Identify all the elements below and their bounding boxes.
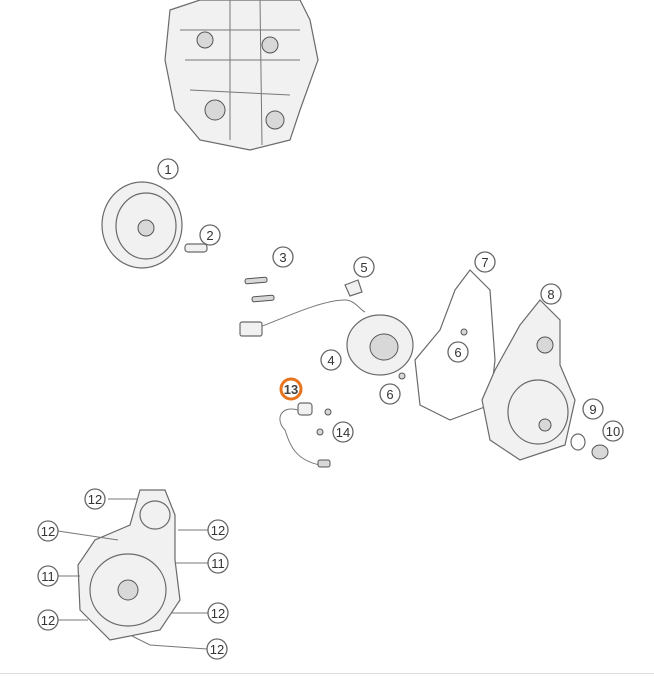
callout-part-9[interactable]: 9 [582,398,604,420]
callout-part-12[interactable]: 12 [207,519,229,541]
callout-part-1[interactable]: 1 [157,158,179,180]
callout-part-7[interactable]: 7 [474,251,496,273]
callout-circle[interactable] [207,602,229,624]
grommet-5 [344,279,363,297]
callout-part-5[interactable]: 5 [353,256,375,278]
generator-cover [481,299,576,461]
callout-part-12[interactable]: 12 [37,520,59,542]
callout-label[interactable]: 4 [327,353,334,368]
callout-label[interactable]: 10 [606,424,620,439]
callout-circle[interactable] [379,383,401,405]
callout-circle[interactable] [320,349,342,371]
sensor-13 [279,402,332,468]
callout-part-12[interactable]: 12 [84,488,106,510]
callout-label[interactable]: 5 [360,260,367,275]
callout-part-12[interactable]: 12 [206,638,228,660]
engine-illustration [164,0,319,151]
callout-circle[interactable] [279,377,303,401]
callout-circle[interactable] [540,283,562,305]
callout-label[interactable]: 12 [211,606,225,621]
callout-circle[interactable] [582,398,604,420]
callout-circle[interactable] [157,158,179,180]
callout-circle[interactable] [602,420,624,442]
plug-10 [591,444,609,460]
callout-part-6[interactable]: 6 [447,341,469,363]
callout-circle[interactable] [84,488,106,510]
callout-part-10[interactable]: 10 [602,420,624,442]
callout-part-11[interactable]: 11 [37,565,59,587]
callout-circle[interactable] [447,341,469,363]
callout-label[interactable]: 2 [206,228,213,243]
callout-circle[interactable] [272,246,294,268]
callout-circle[interactable] [353,256,375,278]
callout-label[interactable]: 12 [41,524,55,539]
callout-part-12[interactable]: 12 [37,609,59,631]
callout-label[interactable]: 9 [589,402,596,417]
callout-label[interactable]: 8 [547,287,554,302]
callout-part-6[interactable]: 6 [379,383,401,405]
callout-part-3[interactable]: 3 [272,246,294,268]
callout-label[interactable]: 6 [454,345,461,360]
callout-label[interactable]: 11 [211,556,225,571]
callout-label[interactable]: 12 [210,642,224,657]
callout-circle[interactable] [37,609,59,631]
screws-3 [244,276,275,303]
callout-label[interactable]: 1 [164,162,171,177]
callout-circle[interactable] [474,251,496,273]
o-ring-9 [570,433,586,451]
callout-circle[interactable] [332,421,354,443]
stator [239,299,414,376]
callout-label[interactable]: 14 [336,425,350,440]
callout-label[interactable]: 13 [284,382,298,397]
callout-label[interactable]: 6 [386,387,393,402]
bottom-divider [0,673,654,674]
callout-label[interactable]: 12 [41,613,55,628]
callout-label[interactable]: 12 [211,523,225,538]
callout-part-2[interactable]: 2 [199,224,221,246]
callout-label[interactable]: 7 [481,255,488,270]
gasket-7 [414,269,496,421]
callout-label[interactable]: 12 [88,492,102,507]
callout-circle[interactable] [37,520,59,542]
callout-circle[interactable] [199,224,221,246]
callout-part-4[interactable]: 4 [320,349,342,371]
callout-part-11[interactable]: 11 [207,552,229,574]
flywheel [101,181,183,269]
callout-part-8[interactable]: 8 [540,283,562,305]
callout-circle[interactable] [207,519,229,541]
bolt-2 [184,243,208,253]
callout-circle[interactable] [207,552,229,574]
callout-label[interactable]: 11 [41,569,55,584]
callout-circle[interactable] [37,565,59,587]
callout-circle[interactable] [206,638,228,660]
callout-label[interactable]: 3 [279,250,286,265]
ignition-cover-inset [57,489,208,650]
callout-part-12[interactable]: 12 [207,602,229,624]
callout-part-13[interactable]: 13 [279,377,303,401]
callout-part-14[interactable]: 14 [332,421,354,443]
